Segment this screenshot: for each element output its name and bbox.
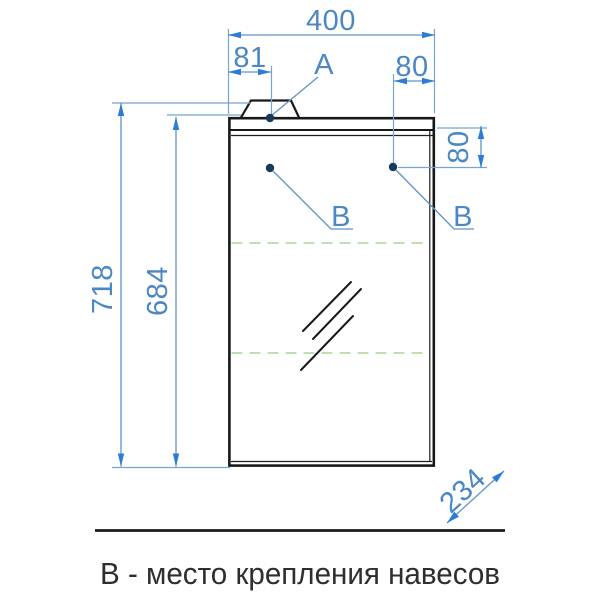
dim-label-total-width: 400 bbox=[306, 5, 356, 37]
leader-b-left bbox=[272, 170, 353, 230]
dim-label-depth: 234 bbox=[434, 462, 492, 519]
arrowhead bbox=[228, 68, 241, 76]
cabinet-body-rect bbox=[228, 116, 436, 467]
arrowhead bbox=[172, 453, 180, 467]
arrowhead bbox=[492, 471, 504, 483]
mount-point-right-dot bbox=[388, 162, 398, 172]
arrowhead bbox=[228, 31, 241, 39]
mirror-hatch-stroke bbox=[300, 315, 354, 371]
leaders-and-points bbox=[265, 76, 474, 230]
dim-label-offset-left: 81 bbox=[233, 42, 266, 74]
dim-label-total-height: 718 bbox=[87, 264, 119, 314]
shelf-lines bbox=[231, 242, 429, 354]
arrowhead bbox=[477, 126, 485, 139]
dim-label-drop-right: 80 bbox=[443, 130, 475, 163]
arrowhead bbox=[422, 77, 435, 85]
detail-a-point-dot bbox=[265, 113, 275, 123]
arrowhead bbox=[477, 155, 485, 168]
arrowhead bbox=[117, 103, 125, 116]
arrowhead bbox=[422, 31, 435, 39]
arrowhead bbox=[172, 117, 180, 130]
mirror-hatch-stroke bbox=[312, 288, 362, 340]
extension-lines bbox=[112, 29, 487, 469]
dim-label-door-height: 684 bbox=[142, 266, 174, 316]
label-detail-a: A bbox=[314, 49, 334, 81]
dimension-arrowheads bbox=[117, 31, 504, 523]
mirror-hatch-stroke bbox=[302, 281, 352, 332]
dimension-lines bbox=[120, 34, 505, 524]
mount-point-left-dot bbox=[265, 163, 275, 173]
caption-text: В - место крепления навесов bbox=[100, 556, 500, 591]
dim-label-offset-right: 80 bbox=[395, 51, 428, 83]
dimension-texts: 400 81 80 80 718 684 234 A B B bbox=[87, 5, 492, 520]
label-mount-b-right: B bbox=[453, 201, 473, 233]
leader-a bbox=[270, 76, 319, 117]
label-mount-b-left: B bbox=[331, 201, 351, 233]
leader-b-right bbox=[395, 169, 474, 230]
arrowhead bbox=[258, 68, 271, 76]
arrowhead bbox=[394, 77, 407, 85]
arrowhead bbox=[117, 453, 125, 467]
mirror-hatch bbox=[300, 281, 362, 371]
arrowhead bbox=[447, 511, 459, 523]
cabinet-outline bbox=[228, 99, 436, 467]
